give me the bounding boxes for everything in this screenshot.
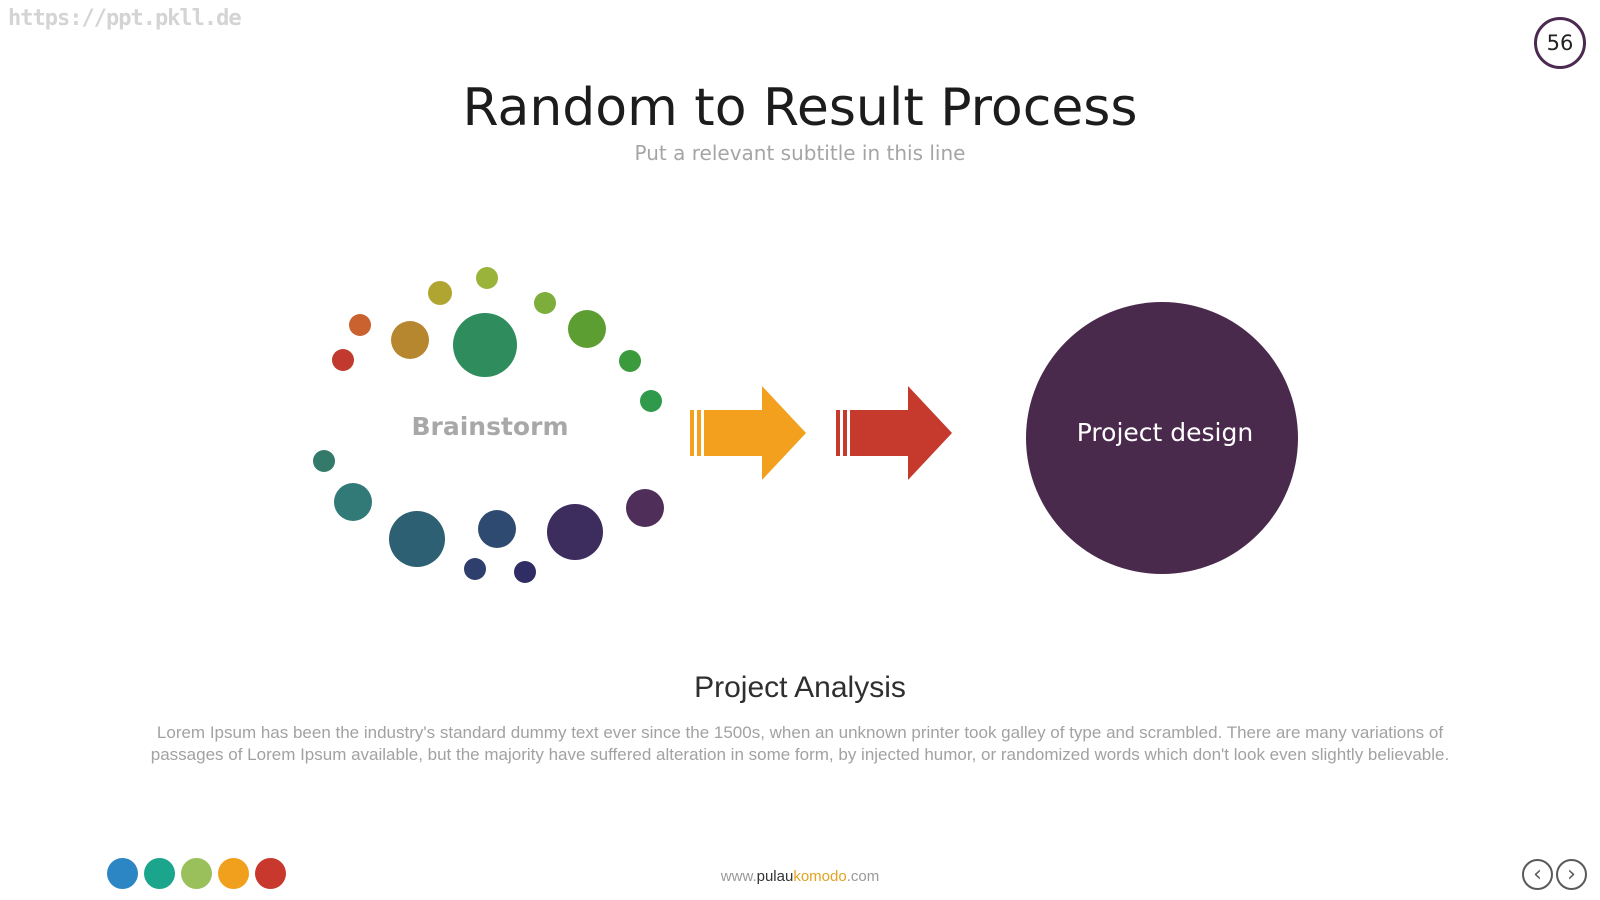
brainstorm-dot xyxy=(478,510,516,548)
palette-dot xyxy=(255,858,286,889)
brainstorm-dot xyxy=(547,504,603,560)
chevron-right-icon: › xyxy=(1567,862,1576,887)
palette-dot xyxy=(181,858,212,889)
brainstorm-dot xyxy=(464,558,486,580)
chevron-left-icon: ‹ xyxy=(1533,862,1542,887)
slide-title: Random to Result Process xyxy=(462,78,1138,138)
brainstorm-dot xyxy=(334,483,372,521)
brainstorm-dot xyxy=(332,349,354,371)
slide-number-badge: 56 xyxy=(1534,17,1586,69)
brainstorm-dot xyxy=(534,292,556,314)
orange-arrow-stripe xyxy=(697,410,701,456)
footer-url[interactable]: www.pulaukomodo.com xyxy=(0,868,1600,885)
red-arrow xyxy=(836,386,952,480)
red-arrow-head xyxy=(850,386,952,480)
result-circle xyxy=(1026,302,1298,574)
brainstorm-dot xyxy=(514,561,536,583)
brainstorm-dot xyxy=(476,267,498,289)
brainstorm-dot xyxy=(313,450,335,472)
palette-dot xyxy=(107,858,138,889)
brainstorm-dot xyxy=(389,511,445,567)
project-design-label: Project design xyxy=(1076,418,1254,447)
red-arrow-stripe xyxy=(836,410,840,456)
red-arrow-stripe xyxy=(843,410,847,456)
brainstorm-dot xyxy=(453,313,517,377)
footer-url-accent: komodo xyxy=(793,868,847,885)
footer-url-brand: pulau xyxy=(756,868,794,885)
palette-dot xyxy=(218,858,249,889)
orange-arrow-stripe xyxy=(690,410,694,456)
brainstorm-dot-cluster xyxy=(313,267,664,583)
orange-arrow xyxy=(690,386,806,480)
next-slide-button[interactable]: › xyxy=(1556,859,1587,890)
section-body-text: Lorem Ipsum has been the industry's stan… xyxy=(150,723,1450,764)
footer-url-prefix: www. xyxy=(720,868,757,885)
orange-arrow-head xyxy=(704,386,806,480)
slide-subtitle: Put a relevant subtitle in this line xyxy=(634,141,966,165)
brainstorm-dot xyxy=(619,350,641,372)
brainstorm-dot xyxy=(349,314,371,336)
previous-slide-button[interactable]: ‹ xyxy=(1522,859,1553,890)
brainstorm-dot xyxy=(626,489,664,527)
watermark-url: https://ppt.pkll.de xyxy=(8,6,242,31)
brainstorm-label: Brainstorm xyxy=(411,412,569,441)
palette-dot xyxy=(144,858,175,889)
color-palette xyxy=(107,858,286,889)
brainstorm-dot xyxy=(428,281,452,305)
brainstorm-dot xyxy=(391,321,429,359)
section-heading: Project Analysis xyxy=(694,671,906,704)
brainstorm-dot xyxy=(568,310,606,348)
brainstorm-dot xyxy=(640,390,662,412)
footer-url-suffix: .com xyxy=(846,868,880,885)
